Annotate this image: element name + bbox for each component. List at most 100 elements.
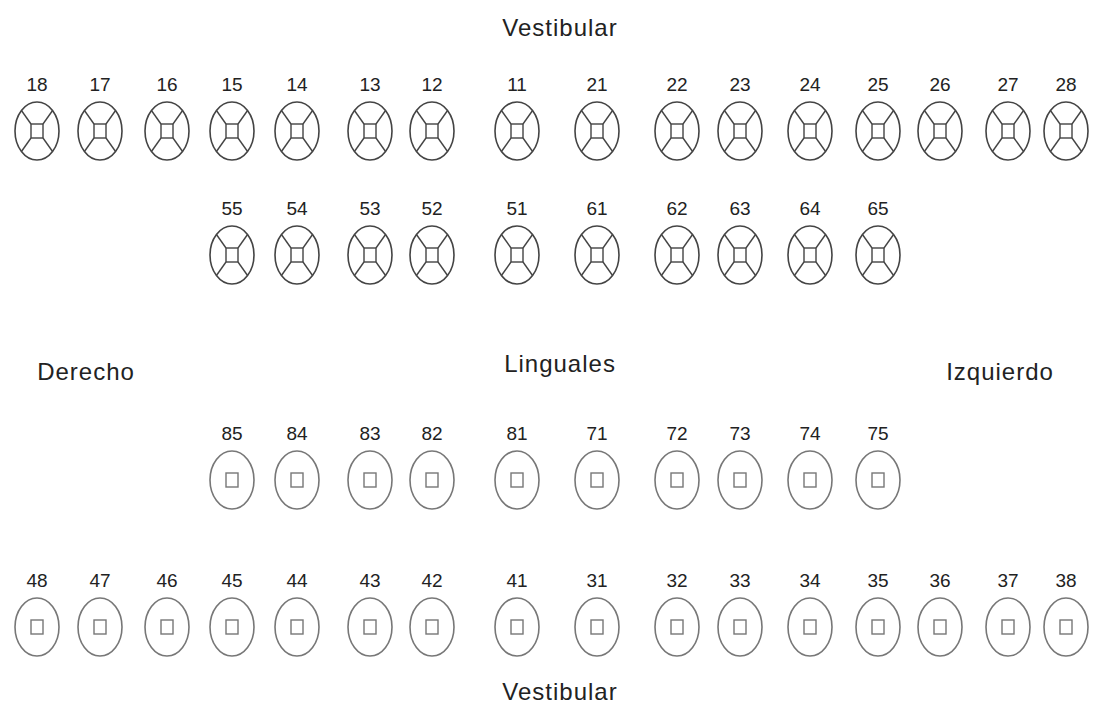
occlusal-face xyxy=(591,620,603,634)
face-divider xyxy=(992,138,1002,152)
tooth-symbol xyxy=(713,224,767,286)
tooth: 23 xyxy=(713,74,767,166)
tooth-symbol xyxy=(570,224,624,286)
face-divider xyxy=(661,138,671,152)
tooth-symbol xyxy=(73,596,127,658)
face-divider xyxy=(1072,138,1082,152)
tooth-number: 13 xyxy=(343,74,397,96)
occlusal-face xyxy=(804,620,816,634)
tooth-number: 24 xyxy=(783,74,837,96)
tooth-symbol xyxy=(10,100,64,162)
face-divider xyxy=(151,138,161,152)
face-divider xyxy=(603,262,613,276)
tooth-number: 36 xyxy=(913,570,967,592)
tooth-outline xyxy=(718,451,762,509)
occlusal-face xyxy=(1060,620,1072,634)
tooth-number: 16 xyxy=(140,74,194,96)
face-divider xyxy=(281,234,291,248)
tooth-number: 64 xyxy=(783,198,837,220)
face-divider xyxy=(603,234,613,248)
tooth-number: 11 xyxy=(490,74,544,96)
tooth: 55 xyxy=(205,198,259,290)
tooth-symbol xyxy=(783,449,837,511)
tooth: 15 xyxy=(205,74,259,166)
tooth-number: 62 xyxy=(650,198,704,220)
tooth: 82 xyxy=(405,423,459,515)
tooth-number: 14 xyxy=(270,74,324,96)
tooth-number: 46 xyxy=(140,570,194,592)
tooth-symbol xyxy=(650,100,704,162)
tooth-number: 28 xyxy=(1039,74,1093,96)
tooth-symbol xyxy=(783,224,837,286)
occlusal-face xyxy=(426,620,438,634)
face-divider xyxy=(216,262,226,276)
tooth-symbol xyxy=(270,100,324,162)
face-divider xyxy=(794,234,804,248)
face-divider xyxy=(523,110,533,124)
tooth-outline xyxy=(410,102,454,160)
tooth: 24 xyxy=(783,74,837,166)
tooth: 71 xyxy=(570,423,624,515)
tooth: 54 xyxy=(270,198,324,290)
face-divider xyxy=(416,138,426,152)
tooth: 42 xyxy=(405,570,459,662)
tooth-number: 21 xyxy=(570,74,624,96)
face-divider xyxy=(416,110,426,124)
face-divider xyxy=(794,110,804,124)
tooth-symbol xyxy=(205,224,259,286)
face-divider xyxy=(43,110,53,124)
tooth-number: 72 xyxy=(650,423,704,445)
tooth-number: 33 xyxy=(713,570,767,592)
face-divider xyxy=(416,262,426,276)
orientation-label: Vestibular xyxy=(502,678,617,706)
tooth: 25 xyxy=(851,74,905,166)
face-divider xyxy=(106,138,116,152)
tooth-symbol xyxy=(650,449,704,511)
occlusal-face xyxy=(31,124,43,138)
face-divider xyxy=(1050,110,1060,124)
face-divider xyxy=(238,234,248,248)
face-divider xyxy=(438,234,448,248)
tooth-number: 34 xyxy=(783,570,837,592)
tooth-symbol xyxy=(73,100,127,162)
face-divider xyxy=(661,110,671,124)
tooth-number: 23 xyxy=(713,74,767,96)
face-divider xyxy=(438,262,448,276)
occlusal-face xyxy=(364,620,376,634)
face-divider xyxy=(884,138,894,152)
tooth-number: 54 xyxy=(270,198,324,220)
tooth-symbol xyxy=(851,224,905,286)
face-divider xyxy=(581,234,591,248)
tooth: 31 xyxy=(570,570,624,662)
tooth-symbol xyxy=(981,100,1035,162)
tooth-number: 65 xyxy=(851,198,905,220)
occlusal-face xyxy=(364,248,376,262)
tooth-symbol xyxy=(913,100,967,162)
face-divider xyxy=(84,110,94,124)
face-divider xyxy=(924,138,934,152)
tooth: 18 xyxy=(10,74,64,166)
tooth-outline xyxy=(655,226,699,284)
tooth-symbol xyxy=(140,596,194,658)
face-divider xyxy=(862,110,872,124)
tooth: 14 xyxy=(270,74,324,166)
occlusal-face xyxy=(734,248,746,262)
tooth-outline xyxy=(495,102,539,160)
tooth: 72 xyxy=(650,423,704,515)
occlusal-face xyxy=(734,124,746,138)
tooth: 28 xyxy=(1039,74,1093,166)
tooth-number: 31 xyxy=(570,570,624,592)
tooth-symbol xyxy=(1039,100,1093,162)
occlusal-face xyxy=(671,620,683,634)
occlusal-face xyxy=(734,620,746,634)
tooth-outline xyxy=(348,102,392,160)
face-divider xyxy=(603,138,613,152)
face-divider xyxy=(746,138,756,152)
tooth: 64 xyxy=(783,198,837,290)
occlusal-face xyxy=(1002,124,1014,138)
occlusal-face xyxy=(591,124,603,138)
tooth-symbol xyxy=(783,100,837,162)
tooth-number: 37 xyxy=(981,570,1035,592)
face-divider xyxy=(816,110,826,124)
tooth-number: 12 xyxy=(405,74,459,96)
